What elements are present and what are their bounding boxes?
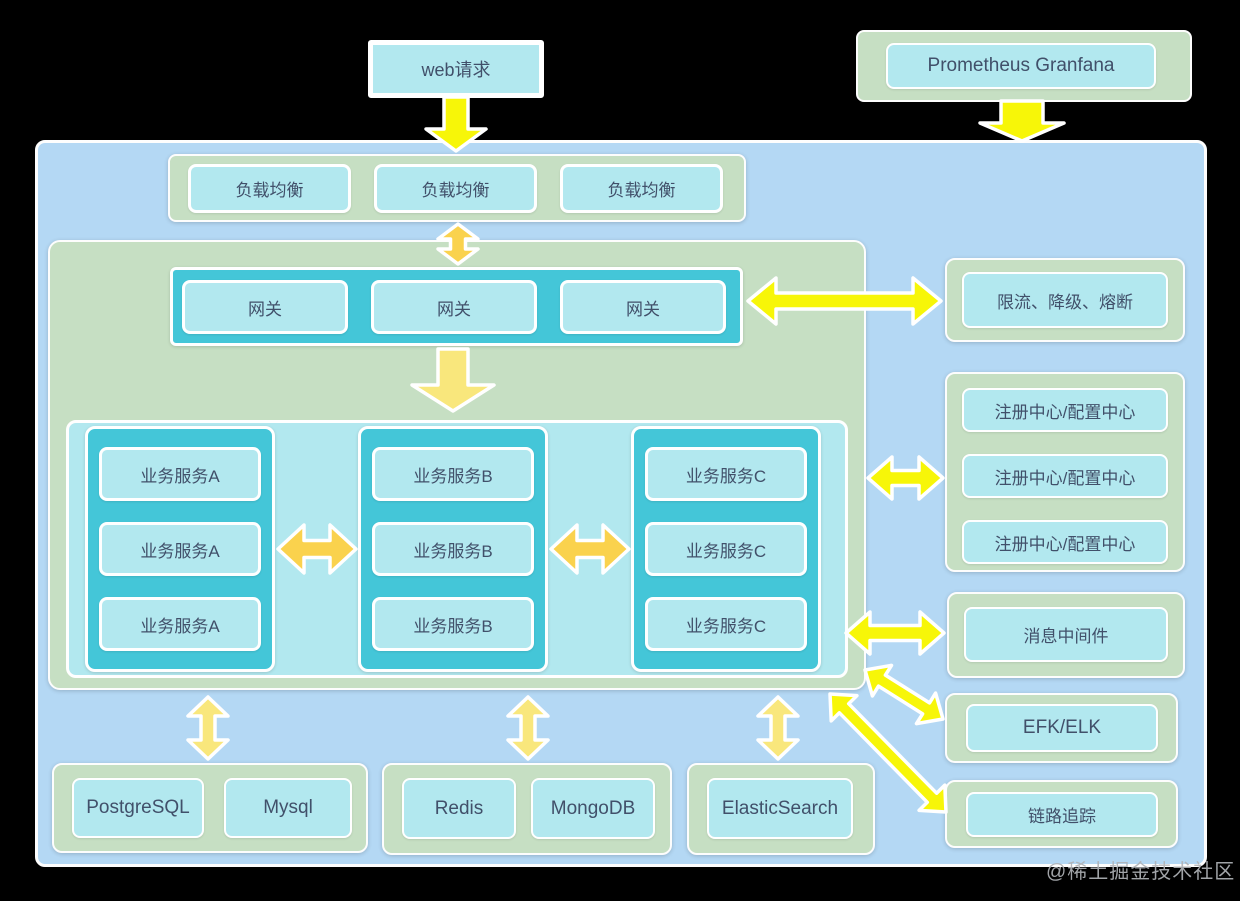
message-middleware-label: 消息中间件 [1023,627,1109,646]
service-c-box: 业务服务C [645,597,807,651]
db-elasticsearch-label: ElasticSearch [721,797,839,819]
service-a-box: 业务服务A [99,597,261,651]
registry-label: 注册中心/配置中心 [994,468,1136,488]
prometheus-label: Prometheus Granfana [927,55,1115,76]
db-mongodb-label: MongoDB [550,797,636,819]
service-b-label: 业务服务B [413,541,493,561]
message-middleware-box: 消息中间件 [964,607,1168,662]
service-b-box: 业务服务B [372,447,534,501]
tracing-label: 链路追踪 [1028,807,1096,826]
rate-limit-box: 限流、降级、熔断 [962,272,1168,328]
service-a-label: 业务服务A [140,541,220,561]
service-c-box: 业务服务C [645,447,807,501]
registry-box: 注册中心/配置中心 [962,454,1168,498]
registry-label: 注册中心/配置中心 [994,402,1136,422]
web-request-box: web请求 [368,40,544,98]
db-postgresql-label: PostgreSQL [86,797,190,818]
gateway-label: 网关 [437,299,471,319]
service-a-box: 业务服务A [99,522,261,576]
db-mongodb-box: MongoDB [531,778,655,839]
gateway-label: 网关 [626,299,660,319]
service-c-label: 业务服务C [685,616,767,636]
load-balancer-box: 负载均衡 [560,164,723,213]
service-b-label: 业务服务B [413,466,493,486]
registry-box: 注册中心/配置中心 [962,520,1168,564]
service-b-box: 业务服务B [372,522,534,576]
rate-limit-label: 限流、降级、熔断 [997,292,1133,312]
registry-box: 注册中心/配置中心 [962,388,1168,432]
registry-label: 注册中心/配置中心 [994,534,1136,554]
db-postgresql-box: PostgreSQL [72,778,204,838]
gateway-box: 网关 [182,280,348,334]
load-balancer-label: 负载均衡 [607,181,676,200]
db-mysql-box: Mysql [224,778,352,838]
service-b-label: 业务服务B [413,616,493,636]
service-a-label: 业务服务A [140,616,220,636]
load-balancer-box: 负载均衡 [374,164,537,213]
db-redis-label: Redis [434,797,484,819]
web-request-label: web请求 [421,60,491,80]
prometheus-arrow [978,99,1066,143]
gateway-label: 网关 [248,299,282,319]
service-b-box: 业务服务B [372,597,534,651]
tracing-box: 链路追踪 [966,792,1158,837]
service-a-label: 业务服务A [140,466,220,486]
service-c-box: 业务服务C [645,522,807,576]
load-balancer-box: 负载均衡 [188,164,351,213]
watermark: @稀土掘金技术社区 [1046,861,1236,883]
efk-label: EFK/ELK [1022,717,1102,738]
load-balancer-label: 负载均衡 [235,181,304,200]
gateway-box: 网关 [560,280,726,334]
service-c-label: 业务服务C [685,541,767,561]
prometheus-box: Prometheus Granfana [886,43,1156,89]
load-balancer-label: 负载均衡 [421,181,490,200]
service-a-box: 业务服务A [99,447,261,501]
db-mysql-label: Mysql [263,797,313,818]
db-elasticsearch-box: ElasticSearch [707,778,853,839]
efk-box: EFK/ELK [966,704,1158,752]
service-c-label: 业务服务C [685,466,767,486]
db-redis-box: Redis [402,778,516,839]
gateway-box: 网关 [371,280,537,334]
